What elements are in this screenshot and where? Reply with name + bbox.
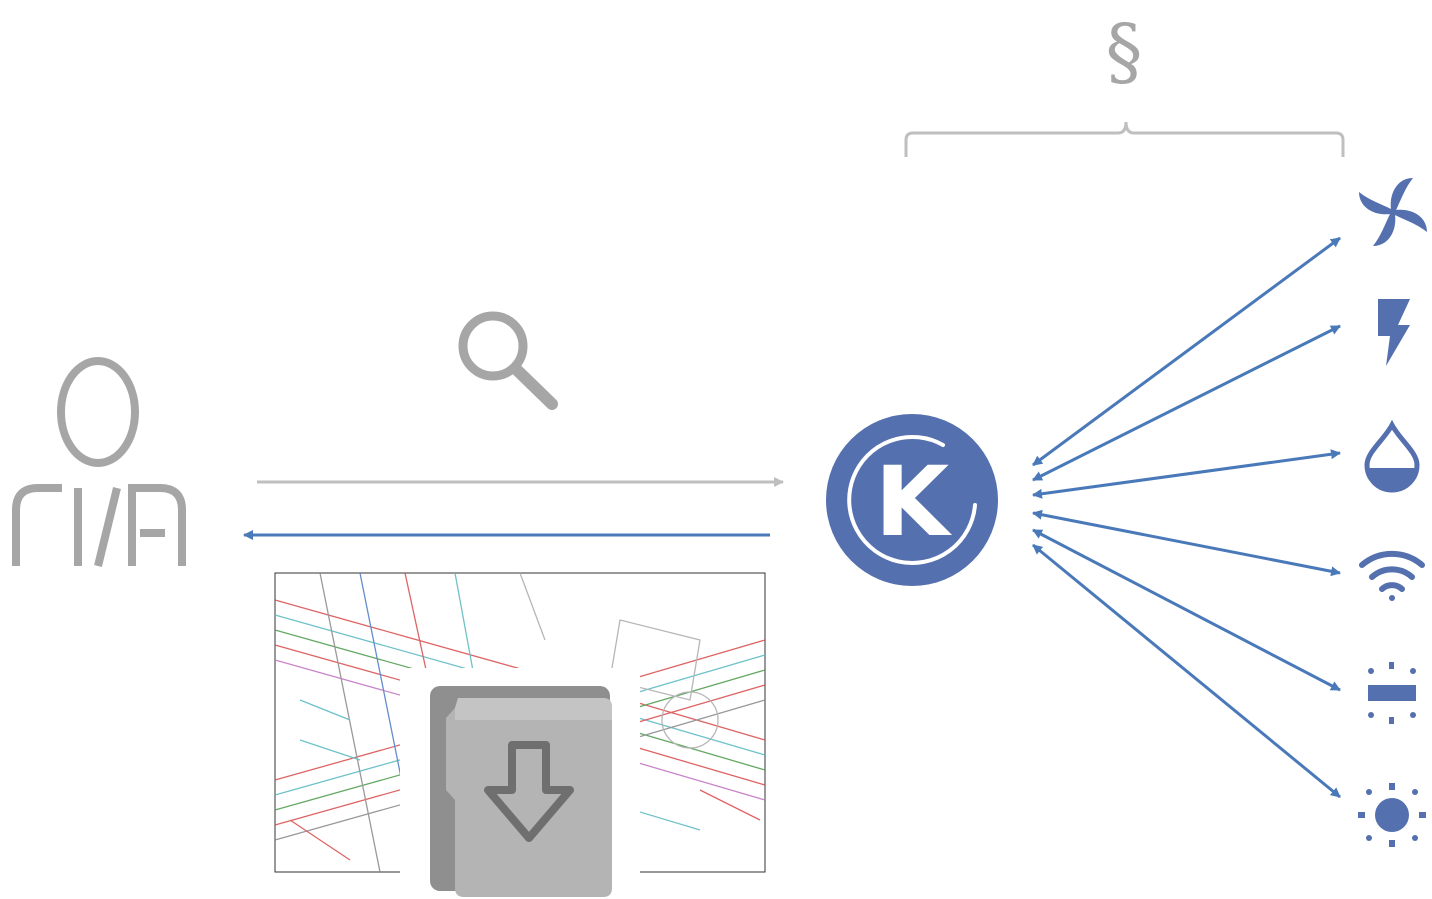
heating-panel-icon <box>1368 662 1416 724</box>
sun-icon <box>1358 783 1426 847</box>
arrow-wifi <box>1032 509 1341 577</box>
user-icon <box>12 357 186 567</box>
section-symbol: § <box>1105 9 1143 95</box>
curly-brace <box>904 121 1345 157</box>
arrow-heating <box>1032 528 1341 692</box>
arrow-sun <box>1032 543 1341 799</box>
fan-arrows <box>1032 236 1341 799</box>
search-icon <box>458 311 558 410</box>
fan-icon <box>1359 178 1427 246</box>
k-hub: K <box>826 414 998 586</box>
arrow-fan <box>1032 236 1341 467</box>
k-letter: K <box>875 446 953 558</box>
lightning-icon <box>1378 299 1410 366</box>
water-drop-icon <box>1364 419 1420 493</box>
arrow-lightning <box>1032 324 1341 482</box>
arrow-water <box>1032 449 1341 499</box>
folder-download-icon <box>400 668 640 899</box>
wifi-icon <box>1359 550 1425 601</box>
